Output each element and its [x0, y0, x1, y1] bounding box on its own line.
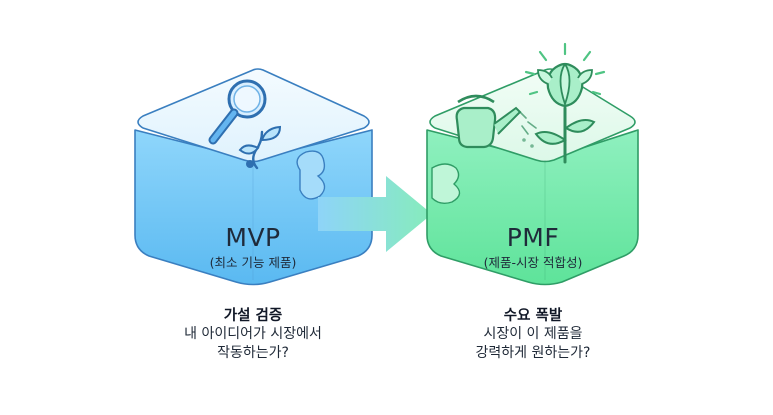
- mvp-caption-line-2: 작동하는가?: [217, 345, 289, 361]
- mvp-title: MVP: [225, 223, 281, 252]
- pmf-cube: [426, 42, 639, 286]
- watering-can-icon: [455, 94, 537, 149]
- pmf-subtitle: (제품-시장 적합성): [483, 255, 583, 270]
- mvp-puzzle-tab: [296, 150, 326, 200]
- mvp-cube: [134, 68, 373, 286]
- pmf-caption-title: 수요 폭발: [503, 308, 563, 324]
- mvp-caption-title: 가설 검증: [223, 308, 283, 324]
- mvp-subtitle: (최소 기능 제품): [209, 255, 297, 270]
- flower-icon: [524, 42, 606, 164]
- magnifier-icon: [208, 79, 267, 145]
- pmf-puzzle-notch: [431, 163, 461, 205]
- pmf-cube-front: [426, 129, 639, 286]
- pmf-caption-line-1: 시장이 이 제품을: [483, 326, 583, 342]
- pmf-title: PMF: [506, 223, 560, 252]
- arrow-right-icon: [318, 176, 432, 252]
- pmf-caption-line-2: 강력하게 원하는가?: [475, 345, 591, 361]
- mvp-caption-line-1: 내 아이디어가 시장에서: [184, 326, 322, 342]
- sprout-icon: [238, 125, 282, 170]
